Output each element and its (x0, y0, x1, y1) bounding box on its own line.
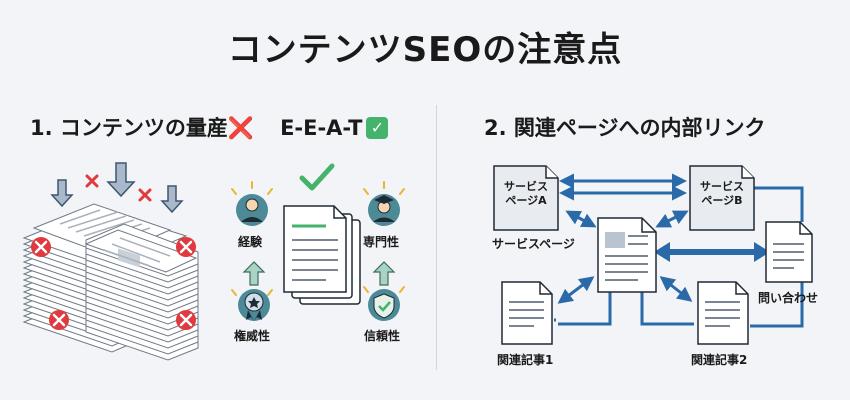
check-mark-icon (299, 163, 335, 191)
paper-stack-right (84, 223, 199, 361)
check-mark-icon: ✓ (366, 117, 389, 139)
up-arrow-icon (372, 261, 396, 286)
error-badge-icon (31, 237, 51, 257)
service-page-b-document (689, 165, 755, 231)
contact-label: 問い合わせ (758, 291, 819, 305)
related-article-1-label: 関連記事1 (497, 353, 554, 367)
medal-icon (231, 289, 273, 321)
section-internal-links-title: 2. 関連ページへの内部リンク (484, 116, 766, 140)
contact-document (765, 221, 813, 283)
eeat-label: E-E-A-T (280, 116, 363, 140)
related-article-2-document (697, 281, 749, 345)
quality-document-icon (283, 205, 361, 305)
graduate-person-icon (363, 181, 405, 226)
section-mass-production-title: 1. コンテンツの量産❌ E-E-A-T✓ (30, 112, 389, 142)
down-arrow-icon (106, 162, 136, 198)
related-article-1-document (501, 281, 553, 345)
up-arrow-icon (242, 261, 266, 286)
section-mass-production-label: 1. コンテンツの量産 (30, 116, 228, 140)
experience-person-icon (231, 181, 273, 226)
service-page-label: サービスページ (492, 237, 575, 251)
authority-label: 権威性 (234, 329, 271, 343)
shield-check-icon (363, 286, 405, 321)
service-page-b-label: サービス ページB (700, 180, 744, 207)
experience-label: 経験 (238, 235, 263, 249)
error-badge-icon (176, 310, 196, 330)
cross-mark-icon (138, 188, 152, 202)
expertise-label: 専門性 (363, 235, 400, 249)
error-badge-icon (176, 237, 196, 257)
down-arrow-icon (50, 179, 74, 208)
cross-mark-icon: ❌ (227, 116, 255, 140)
down-arrow-icon (160, 185, 184, 214)
cross-mark-icon (85, 174, 99, 188)
related-article-2-label: 関連記事2 (691, 353, 748, 367)
main-link-arrow (654, 242, 770, 262)
page-title: コンテンツSEOの注意点 (227, 30, 623, 70)
section-divider (436, 105, 437, 370)
service-page-a-document (493, 165, 559, 231)
trust-label: 信頼性 (364, 329, 401, 343)
link-connectors (528, 173, 804, 328)
service-page-a-label: サービス ページA (504, 180, 548, 207)
error-badge-icon (49, 310, 69, 330)
service-page-document (597, 217, 657, 293)
